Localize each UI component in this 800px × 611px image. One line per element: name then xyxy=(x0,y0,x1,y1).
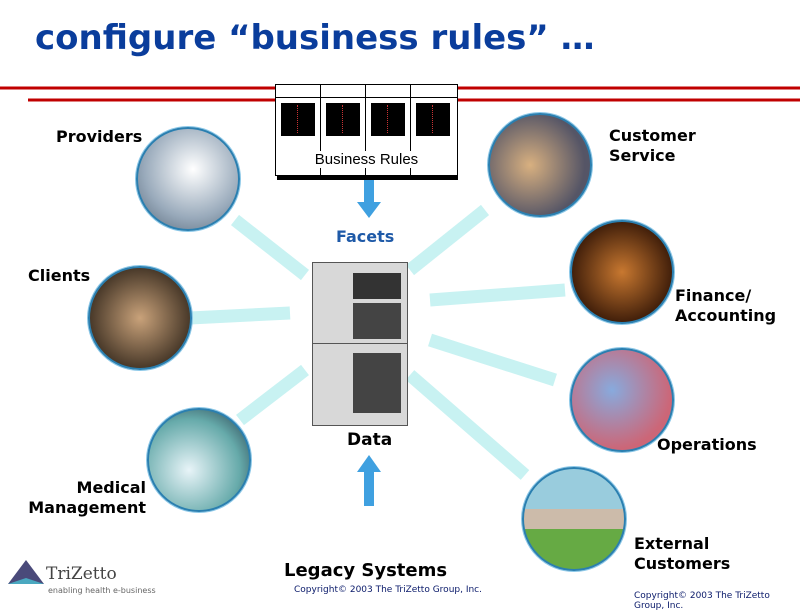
connector-external xyxy=(405,370,530,480)
arrow-down-icon xyxy=(357,202,381,218)
arrow-up-icon xyxy=(357,455,381,472)
data-label: Data xyxy=(347,430,393,450)
trizetto-logo: TriZetto enabling health e-business xyxy=(8,560,156,595)
providers-photo xyxy=(136,127,240,231)
server-icon xyxy=(312,262,408,426)
arrow-up-shaft xyxy=(364,470,374,506)
copyright-center: Copyright© 2003 The TriZetto Group, Inc. xyxy=(294,585,482,595)
connector-medical xyxy=(236,364,309,426)
facets-label: Facets xyxy=(336,227,395,246)
medical-photo xyxy=(147,408,251,512)
legacy-systems-label: Legacy Systems xyxy=(284,560,448,581)
operations-photo xyxy=(570,348,674,452)
business-rules-box: Business Rules xyxy=(275,84,458,180)
connector-clients xyxy=(189,306,291,325)
slide-title: configure “business rules” … xyxy=(35,18,595,58)
label-medical-management: Medical Management xyxy=(28,478,146,517)
logo-name: TriZetto xyxy=(46,564,117,584)
copyright-right: Copyright© 2003 The TriZetto Group, Inc. xyxy=(634,591,770,611)
label-operations: Operations xyxy=(657,435,757,454)
logo-tagline: enabling health e-business xyxy=(48,586,156,595)
connector-providers xyxy=(230,214,310,281)
external-customers-photo xyxy=(522,467,626,571)
label-external-customers: External Customers xyxy=(634,534,731,573)
connector-customer-service xyxy=(405,204,490,276)
finance-photo xyxy=(570,220,674,324)
business-rules-label: Business Rules xyxy=(276,151,457,168)
label-clients: Clients xyxy=(28,266,91,285)
logo-triangle-icon xyxy=(8,560,44,584)
arrow-down-shaft xyxy=(364,178,374,204)
clients-photo xyxy=(88,266,192,370)
label-customer-service: Customer Service xyxy=(609,126,696,165)
connector-operations xyxy=(428,333,557,387)
connector-finance xyxy=(429,283,566,307)
label-providers: Providers xyxy=(56,127,143,146)
customer-service-photo xyxy=(488,113,592,217)
label-finance-accounting: Finance/ Accounting xyxy=(675,286,777,325)
